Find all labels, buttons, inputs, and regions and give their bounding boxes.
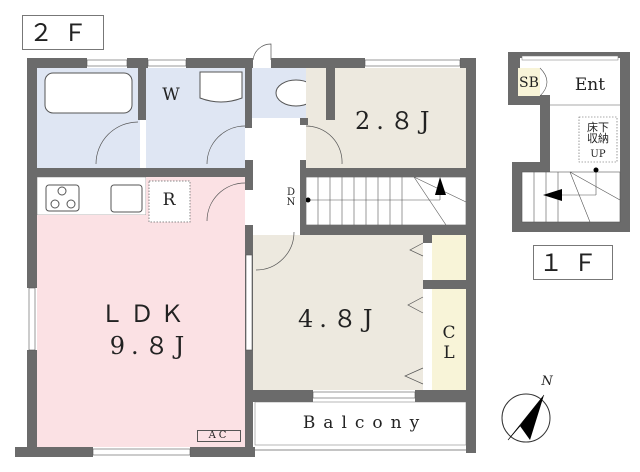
closet-label: C L: [442, 323, 456, 364]
closet-top: [432, 235, 466, 280]
bathtub: [44, 72, 133, 114]
room-4-8j-label: 4.８J: [298, 305, 379, 333]
ldk-size-label: 9.８J: [109, 332, 191, 360]
floor-label-1f: １Ｆ: [533, 245, 613, 280]
closet-floor: [432, 289, 466, 390]
washbasin: [199, 71, 243, 103]
balcony-label: Balcony: [302, 413, 428, 433]
compass-north-label: N: [541, 374, 553, 389]
stairs-down-label: D N: [286, 187, 296, 208]
stairs-up-label: UP: [590, 149, 606, 160]
stairs-arrow-icon: [435, 177, 446, 195]
balcony-floor: [254, 401, 467, 446]
ldk-label: ＬＤＫ: [100, 300, 190, 328]
shoe-box: [518, 68, 540, 96]
floor-label-2f: ２Ｆ: [22, 15, 104, 50]
underfloor-storage-label: 床下 収納: [587, 121, 609, 145]
aircon-label: AC: [197, 430, 241, 442]
stove-icon: [45, 184, 80, 212]
hall-floor: [252, 122, 306, 228]
room-2-8j-label: 2.８J: [355, 107, 436, 135]
entrance-label: Ent: [574, 75, 606, 95]
washroom-label: W: [162, 85, 180, 105]
shoe-box-label: SB: [519, 75, 539, 91]
fridge-label: R: [162, 190, 176, 210]
compass-icon: [501, 393, 551, 443]
sink-icon: [110, 184, 143, 213]
ldk-floor: [37, 215, 245, 447]
room-4-8j-floor: [253, 235, 423, 390]
stairs-up-arrow-icon: [543, 189, 562, 201]
